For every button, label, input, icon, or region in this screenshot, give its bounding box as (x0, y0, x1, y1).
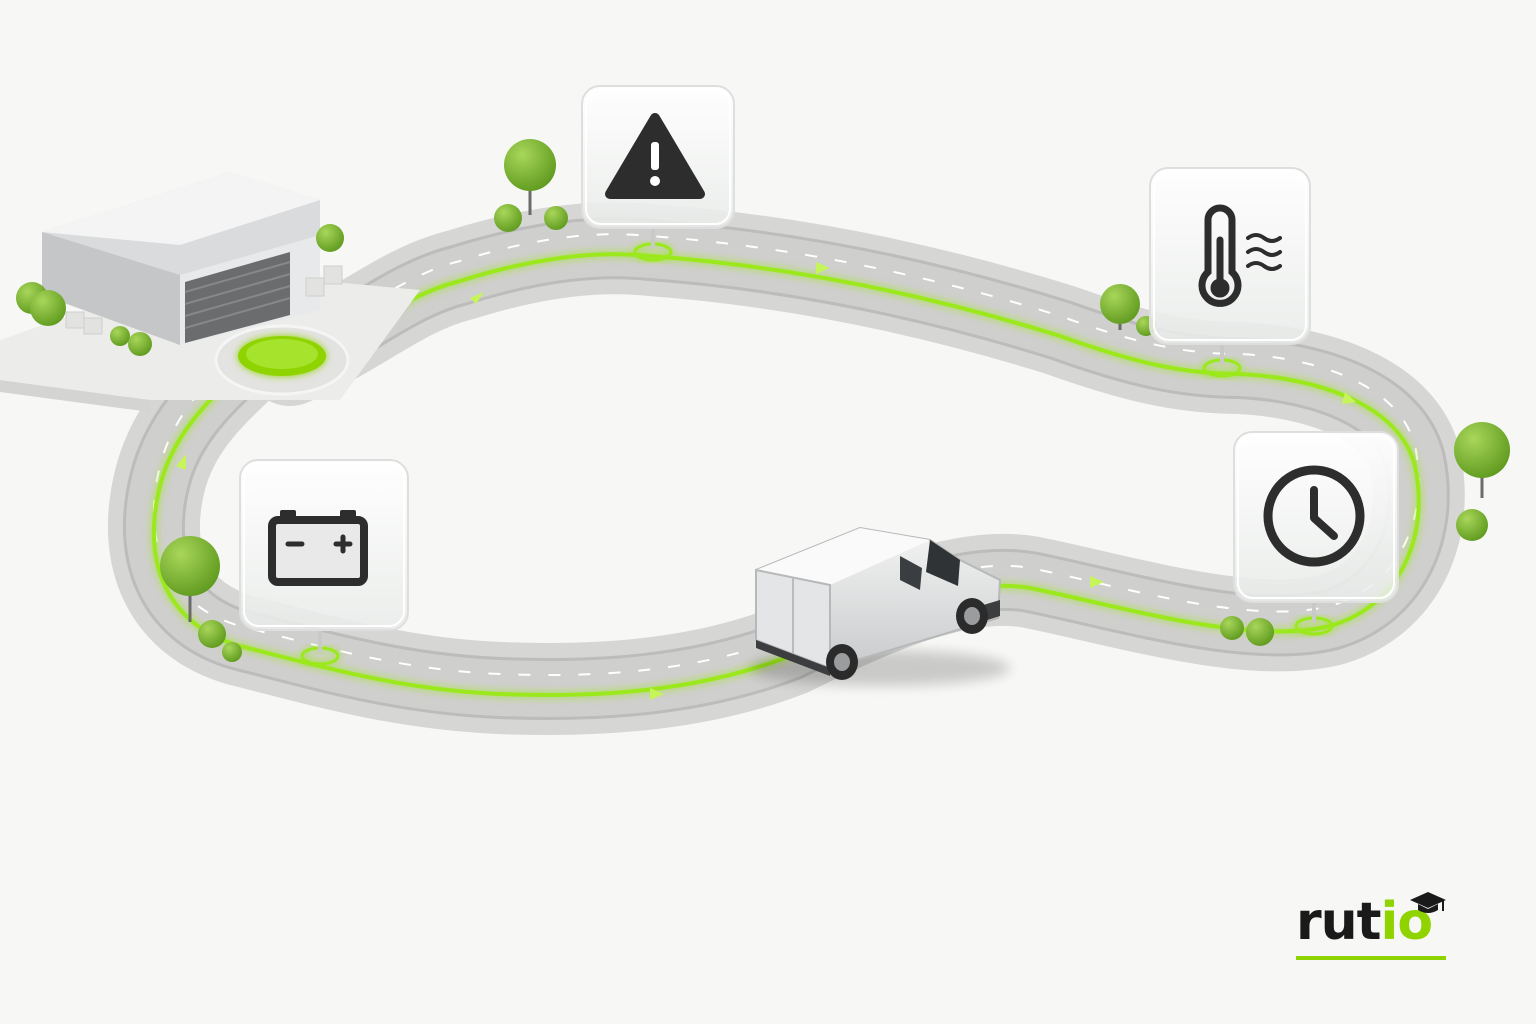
route-line (151, 252, 1421, 698)
clock-card (1233, 431, 1399, 636)
graduation-cap-icon (1410, 892, 1446, 913)
warning-icon (605, 113, 705, 199)
warehouse-icon (0, 172, 420, 412)
delivery-van-icon (750, 526, 1010, 686)
route-arrows (176, 262, 1356, 700)
brand-name-dark: rut (1296, 892, 1382, 952)
thermometer-card (1149, 167, 1311, 378)
battery-card (239, 459, 409, 666)
road (107, 202, 1465, 736)
thermometer-icon (1198, 204, 1282, 307)
battery-icon (268, 510, 368, 586)
brand-logo: rutio (1296, 892, 1456, 968)
clock-icon (1263, 465, 1365, 567)
brand-name: rutio (1296, 892, 1433, 952)
brand-underline (1296, 956, 1446, 960)
warning-card (581, 85, 735, 262)
